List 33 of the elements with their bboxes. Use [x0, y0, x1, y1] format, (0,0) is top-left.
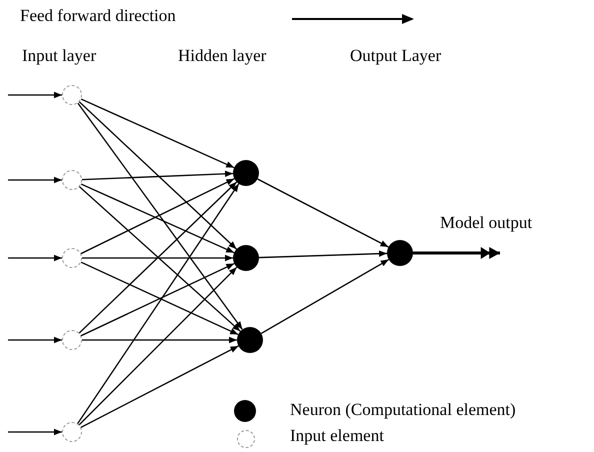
arrow: [77, 102, 243, 330]
arrow: [257, 178, 389, 248]
arrow: [82, 170, 234, 180]
input-circle: [62, 248, 82, 268]
arrow: [82, 254, 233, 262]
layer-label: Output Layer: [350, 46, 442, 66]
legend-text: Input element: [290, 426, 384, 446]
arrow: [8, 428, 62, 436]
input-circle: [62, 330, 82, 350]
input-circle: [62, 422, 82, 442]
arrow: [8, 336, 62, 344]
arrow: [258, 250, 388, 258]
legend-text: Neuron (Computational element): [290, 400, 516, 420]
layer-label: Model output: [440, 213, 532, 233]
arrow: [78, 266, 238, 426]
neuron-circle: [237, 327, 263, 353]
arrow: [82, 336, 237, 344]
neuron-circle: [387, 240, 413, 266]
neuron-circle: [233, 160, 259, 186]
layer-label: Feed forward direction: [20, 6, 176, 26]
arrow: [260, 258, 390, 334]
arrow: [77, 183, 240, 424]
arrow: [8, 176, 62, 184]
neuron-circle: [233, 245, 259, 271]
arrow: [80, 98, 234, 168]
input-circle: [62, 85, 82, 105]
arrow: [80, 345, 239, 428]
arrow: [8, 254, 62, 262]
input-circle: [62, 170, 82, 190]
layer-label: Input layer: [22, 46, 96, 66]
layer-label: Hidden layer: [178, 46, 266, 66]
arrow: [8, 92, 62, 98]
arrow: [78, 101, 237, 250]
